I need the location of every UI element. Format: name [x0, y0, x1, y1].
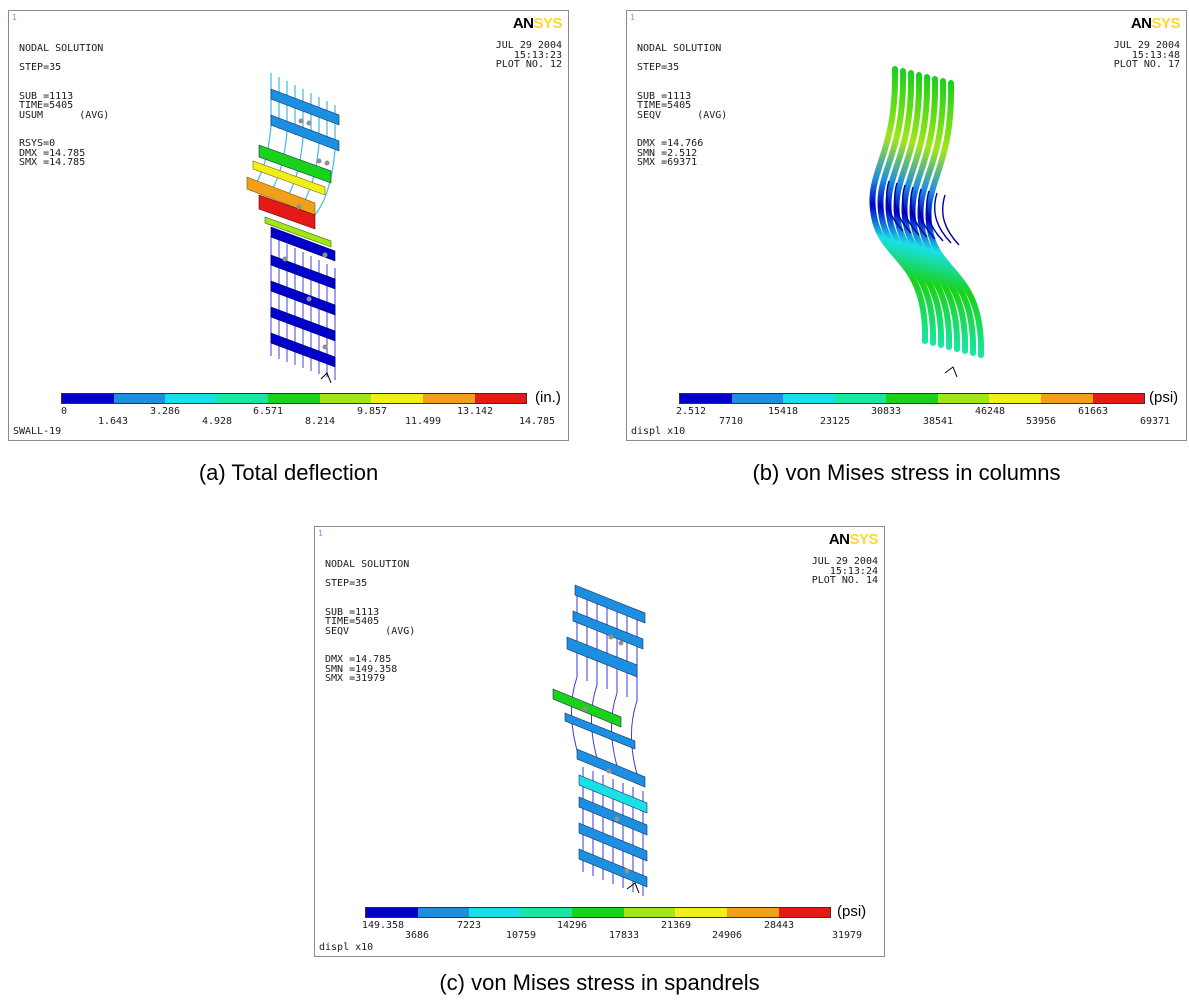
legend-tick: 6.571: [252, 406, 284, 417]
legend-band: [680, 394, 732, 403]
plot-footer: displ x10: [319, 941, 374, 953]
legend-band: [572, 908, 624, 917]
model-plot-c: [552, 584, 648, 896]
caption-a: (a) Total deflection: [198, 460, 379, 485]
legend-tick: 53956: [1025, 416, 1057, 427]
legend-band: [371, 394, 423, 403]
caption-b: (b) von Mises stress in columns: [752, 460, 1061, 485]
model-plot-a: [246, 73, 340, 384]
legend-tick: 23125: [819, 416, 851, 427]
legend-band: [623, 908, 676, 917]
legend-band: [469, 908, 521, 917]
legend-band: [422, 394, 475, 403]
legend-tick: 31979: [831, 930, 863, 941]
legend-band: [474, 394, 527, 403]
legend-tick: 10759: [505, 930, 537, 941]
legend-unit: (psi): [1149, 389, 1179, 406]
legend-tick: 2.512: [675, 406, 707, 417]
legend-tick: 14296: [556, 920, 588, 931]
legend-band: [731, 394, 784, 403]
legend-tick: 46248: [974, 406, 1006, 417]
plot-footer: displ x10: [631, 425, 686, 437]
legend-tick: 0: [60, 406, 68, 417]
legend-band: [778, 908, 831, 917]
window-number: 1: [630, 13, 635, 22]
legend-tick: 30833: [870, 406, 902, 417]
plot-footer: SWALL-19: [13, 425, 62, 437]
legend-band: [520, 908, 573, 917]
legend-band: [675, 908, 727, 917]
window-number: 1: [318, 529, 323, 538]
legend-band: [113, 394, 166, 403]
legend-band: [366, 908, 418, 917]
legend-tick: 4.928: [201, 416, 233, 427]
legend-tick: 9.857: [356, 406, 388, 417]
legend-tick: 7710: [718, 416, 744, 427]
legend-band: [1040, 394, 1093, 403]
legend-band: [1092, 394, 1145, 403]
color-legend-bar: [61, 393, 527, 404]
legend-tick: 15418: [767, 406, 799, 417]
legend-tick: 28443: [763, 920, 795, 931]
window-number: 1: [12, 13, 17, 22]
legend-band: [268, 394, 320, 403]
legend-band: [989, 394, 1041, 403]
color-legend-bar: [679, 393, 1145, 404]
legend-band: [783, 394, 835, 403]
caption-c: (c) von Mises stress in spandrels: [439, 970, 760, 995]
model-plot-b: [869, 66, 985, 378]
legend-tick: 17833: [608, 930, 640, 941]
legend-band: [216, 394, 269, 403]
legend-tick: 21369: [660, 920, 692, 931]
ansys-logo: ANSYS: [1130, 15, 1181, 32]
legend-band: [417, 908, 470, 917]
legend-tick: 14.785: [518, 416, 556, 427]
legend-band: [886, 394, 938, 403]
legend-tick: 13.142: [456, 406, 494, 417]
legend-tick: 38541: [922, 416, 954, 427]
legend-tick: 69371: [1139, 416, 1171, 427]
legend-band: [165, 394, 217, 403]
legend-tick: 1.643: [97, 416, 129, 427]
legend-band: [726, 908, 779, 917]
legend-tick: 61663: [1077, 406, 1109, 417]
legend-tick: 8.214: [304, 416, 336, 427]
legend-band: [62, 394, 114, 403]
legend-unit: (psi): [837, 903, 867, 920]
legend-tick: 3.286: [149, 406, 181, 417]
legend-tick: 24906: [711, 930, 743, 941]
legend-tick: 7223: [456, 920, 482, 931]
legend-band: [319, 394, 372, 403]
ansys-logo: ANSYS: [512, 15, 563, 32]
legend-tick: 11.499: [404, 416, 442, 427]
color-legend-bar: [365, 907, 831, 918]
legend-tick: 149.358: [361, 920, 405, 931]
legend-band: [834, 394, 887, 403]
legend-unit: (in.): [535, 389, 561, 406]
legend-band: [937, 394, 990, 403]
legend-tick: 3686: [404, 930, 430, 941]
ansys-logo: ANSYS: [828, 531, 879, 548]
